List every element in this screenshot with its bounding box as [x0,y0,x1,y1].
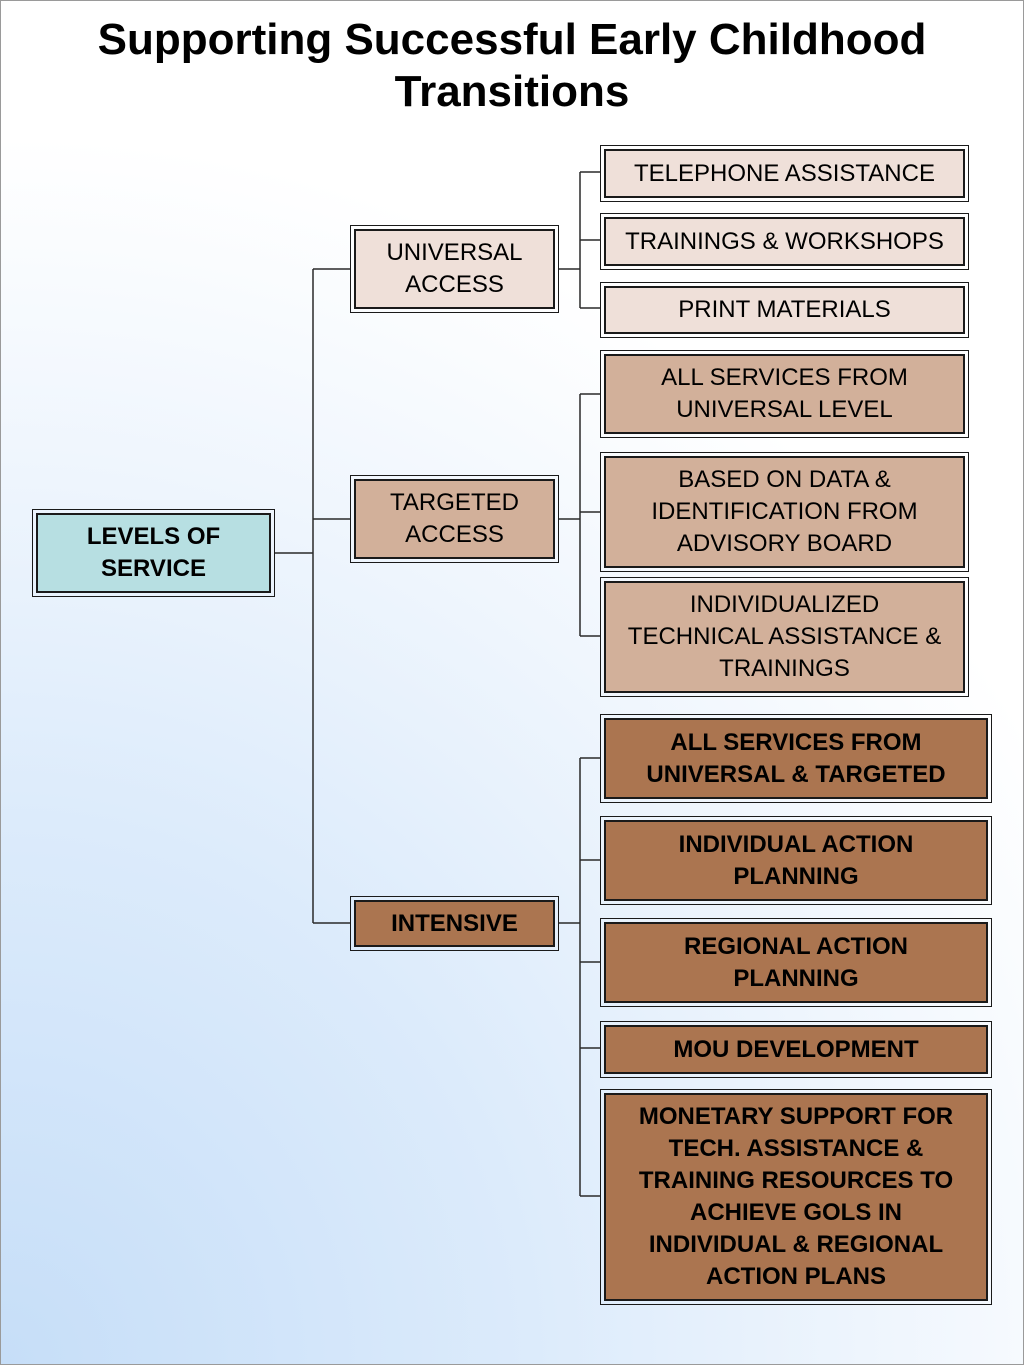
universal-item-box: TRAININGS & WORKSHOPS [600,213,969,270]
universal-item-text: TRAININGS & WORKSHOPS [625,227,944,255]
intensive-item-box: MONETARY SUPPORT FOR TECH. ASSISTANCE & … [600,1089,992,1305]
targeted-item-text: IDENTIFICATION FROM [651,498,918,525]
intensive-item-box: MOU DEVELOPMENT [600,1021,992,1078]
universal-item-box: TELEPHONE ASSISTANCE [600,145,969,202]
title-line-2: Transitions [394,67,630,116]
intensive-item-text: TECH. ASSISTANCE & [668,1135,924,1162]
targeted-item-box: ALL SERVICES FROM UNIVERSAL LEVEL [600,350,969,438]
intensive-item-box: ALL SERVICES FROM UNIVERSAL & TARGETED [600,714,992,803]
targeted-item-text: TRAININGS [719,655,850,682]
universal-item-box: PRINT MATERIALS [600,282,969,338]
targeted-item-box: BASED ON DATA & IDENTIFICATION FROM ADVI… [600,452,969,572]
root-label-line-1: LEVELS OF [86,523,221,550]
intensive-item-text: ACHIEVE GOLS IN [689,1199,903,1226]
intensive-item-text: UNIVERSAL & TARGETED [646,760,946,788]
intensive-item-text: MONETARY SUPPORT FOR [638,1103,954,1130]
universal-access-box: UNIVERSAL ACCESS [350,225,559,313]
intensive-item-text: REGIONAL ACTION [683,932,908,960]
intensive-box: INTENSIVE [350,896,559,951]
universal-item-text: TELEPHONE ASSISTANCE [634,159,935,187]
universal-label-line-2: ACCESS [405,271,504,298]
intensive-item-text: ALL SERVICES FROM [670,728,922,756]
intensive-item-text: TRAINING RESOURCES TO [638,1167,954,1194]
targeted-label-line-1: TARGETED [390,489,519,516]
intensive-item-box: REGIONAL ACTION PLANNING [600,918,992,1007]
targeted-item-text: UNIVERSAL LEVEL [676,396,893,423]
intensive-item-text: PLANNING [733,964,859,992]
targeted-access-box: TARGETED ACCESS [350,475,559,563]
intensive-item-text: PLANNING [733,862,859,890]
universal-label-line-1: UNIVERSAL [386,239,523,266]
targeted-item-text: ALL SERVICES FROM [661,364,908,391]
levels-of-service-box: LEVELS OF SERVICE [32,509,275,597]
root-label-line-2: SERVICE [101,555,206,582]
targeted-label-line-2: ACCESS [405,521,504,548]
intensive-item-text: MOU DEVELOPMENT [673,1035,919,1063]
title-line-1: Supporting Successful Early Childhood [97,15,927,64]
intensive-item-box: INDIVIDUAL ACTION PLANNING [600,816,992,905]
targeted-item-text: BASED ON DATA & [678,466,891,493]
intensive-item-text: INDIVIDUAL & REGIONAL [648,1231,944,1258]
targeted-item-box: INDIVIDUALIZED TECHNICAL ASSISTANCE & TR… [600,577,969,697]
intensive-item-text: ACTION PLANS [706,1263,886,1290]
targeted-item-text: TECHNICAL ASSISTANCE & [627,623,942,650]
universal-item-text: PRINT MATERIALS [678,296,891,323]
targeted-item-text: ADVISORY BOARD [676,530,893,557]
intensive-label: INTENSIVE [391,909,518,937]
intensive-item-text: INDIVIDUAL ACTION [678,830,914,858]
targeted-item-text: INDIVIDUALIZED [689,591,880,618]
page-title: Supporting Successful Early Childhood Tr… [0,14,1024,118]
